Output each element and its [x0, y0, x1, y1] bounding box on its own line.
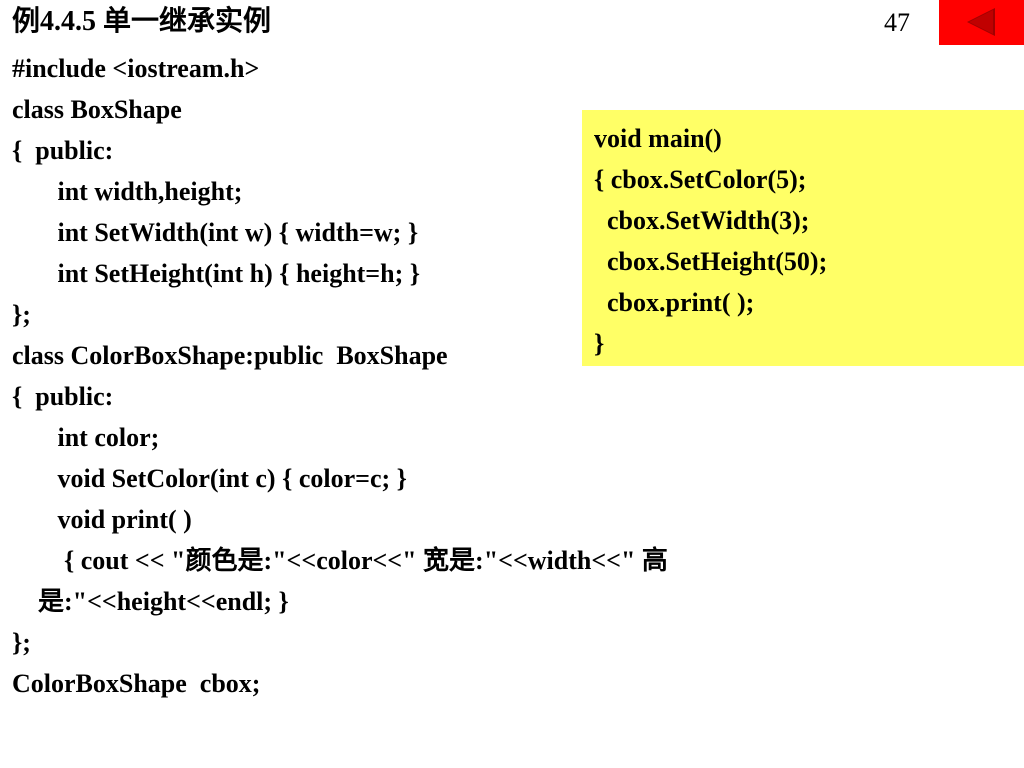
code-line: class BoxShape: [12, 95, 182, 124]
code-line: int width,height;: [12, 177, 243, 206]
class-definition-code: #include <iostream.h> class BoxShape { pub…: [12, 48, 668, 704]
slide-title: 例4.4.5 单一继承实例: [12, 6, 272, 37]
code-line: void print( ): [12, 505, 192, 534]
code-line: class ColorBoxShape:public BoxShape: [12, 341, 448, 370]
code-line: { cout << "颜色是:"<<color<<" 宽是:"<<width<<…: [12, 546, 668, 575]
code-line: { public:: [12, 136, 114, 165]
main-function-code: void main() { cbox.SetColor(5); cbox.SetW…: [594, 118, 827, 364]
back-button[interactable]: [939, 0, 1024, 45]
back-arrow-icon: [967, 8, 995, 36]
code-line: { public:: [12, 382, 114, 411]
code-line: int SetWidth(int w) { width=w; }: [12, 218, 419, 247]
code-line: };: [12, 300, 31, 329]
code-line: };: [12, 628, 31, 657]
main-code-line: void main(): [594, 124, 722, 153]
main-code-line: cbox.SetHeight(50);: [594, 247, 828, 276]
code-line: int color;: [12, 423, 160, 452]
code-line: void SetColor(int c) { color=c; }: [12, 464, 407, 493]
code-line: 是:"<<height<<endl; }: [12, 587, 289, 616]
main-code-line: cbox.print( );: [594, 288, 755, 317]
code-line: #include <iostream.h>: [12, 54, 260, 83]
main-function-box: void main() { cbox.SetColor(5); cbox.SetW…: [582, 110, 1024, 366]
main-code-line: }: [594, 329, 605, 358]
code-line: int SetHeight(int h) { height=h; }: [12, 259, 421, 288]
page-number: 47: [884, 8, 910, 37]
main-code-line: { cbox.SetColor(5);: [594, 165, 807, 194]
code-line: ColorBoxShape cbox;: [12, 669, 261, 698]
main-code-line: cbox.SetWidth(3);: [594, 206, 810, 235]
